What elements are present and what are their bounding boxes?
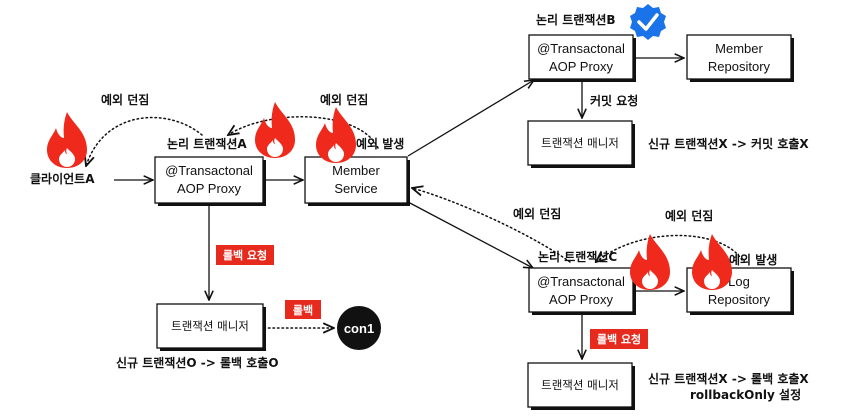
client-label: 클라이언트A	[30, 171, 95, 186]
member-repository-line1: Member	[715, 41, 763, 56]
logical-tx-b-label: 논리 트랜잭션B	[536, 12, 616, 27]
node-proxy-b: @Transactonal AOP Proxy	[528, 34, 636, 82]
proxy-a-line2: AOP Proxy	[177, 181, 242, 196]
rollback-request-tag-c: 롤백 요청	[590, 329, 648, 349]
new-tx-c-line2: rollbackOnly 설정	[690, 387, 801, 402]
commit-request-label: 커밋 요청	[590, 93, 638, 108]
proxy-a-line1: @Transactonal	[165, 163, 253, 178]
node-member-service: Member Service	[304, 156, 410, 206]
dotted-proxy-c-to-member	[412, 188, 571, 263]
flame-icon	[255, 102, 295, 158]
flame-icon	[692, 234, 732, 290]
member-repository-line2: Repository	[708, 59, 771, 74]
rollback-request-c-text: 롤백 요청	[597, 332, 641, 346]
node-member-repository: Member Repository	[686, 34, 794, 82]
new-tx-c-line1: 신규 트랜잭션X -> 롤백 호출X	[648, 371, 809, 386]
exception-occurred-member-label: 예외 발생	[356, 136, 404, 151]
logical-tx-a-label: 논리 트랜잭션A	[167, 136, 247, 151]
throw-exception-label-2: 예외 던짐	[320, 92, 368, 107]
throw-exception-label-3: 예외 던짐	[513, 206, 561, 221]
proxy-b-line1: @Transactonal	[537, 41, 625, 56]
rollback-text: 롤백	[293, 303, 313, 317]
new-tx-a-label: 신규 트랜잭션O -> 롤백 호출O	[116, 355, 279, 370]
rollback-request-a-text: 롤백 요청	[223, 248, 267, 262]
flame-icon	[630, 234, 670, 290]
flame-icon	[316, 107, 356, 163]
log-repository-line1: Log	[728, 274, 750, 289]
dotted-member-to-proxy-a	[228, 116, 379, 149]
flame-icon	[47, 112, 87, 168]
tx-manager-c-label: 트랜잭션 매니저	[541, 378, 619, 392]
node-con1: con1	[337, 306, 381, 350]
proxy-b-line2: AOP Proxy	[549, 59, 614, 74]
edge-member-service-to-proxy-c	[407, 201, 533, 268]
tx-manager-b-label: 트랜잭션 매니저	[541, 136, 619, 150]
proxy-c-line2: AOP Proxy	[549, 292, 614, 307]
node-proxy-a: @Transactonal AOP Proxy	[154, 156, 266, 206]
tx-manager-a-label: 트랜잭션 매니저	[171, 319, 249, 333]
rollback-request-tag-a: 롤백 요청	[216, 245, 274, 265]
dotted-proxy-a-to-client	[86, 116, 203, 166]
member-service-line1: Member	[332, 163, 380, 178]
rollback-tag: 롤백	[285, 300, 321, 319]
node-tx-manager-c: 트랜잭션 매니저	[527, 362, 635, 410]
throw-exception-label-1: 예외 던짐	[101, 92, 149, 107]
throw-exception-label-4: 예외 던짐	[665, 208, 713, 223]
dotted-log-to-proxy-c	[596, 234, 743, 263]
node-proxy-c: @Transactonal AOP Proxy	[528, 267, 636, 315]
exception-occurred-log-label: 예외 발생	[729, 252, 777, 267]
node-tx-manager-a: 트랜잭션 매니저	[156, 303, 266, 351]
check-circle-icon	[630, 4, 666, 40]
logical-tx-c-label: 논리 트랜잭션C	[538, 249, 617, 264]
con1-label: con1	[344, 321, 374, 336]
edges	[86, 58, 743, 359]
node-tx-manager-b: 트랜잭션 매니저	[527, 120, 635, 168]
log-repository-line2: Repository	[708, 292, 771, 307]
new-tx-b-label: 신규 트랜잭션X -> 커밋 호출X	[648, 136, 809, 151]
edge-member-service-to-proxy-b	[407, 80, 534, 157]
member-service-line2: Service	[334, 181, 377, 196]
proxy-c-line1: @Transactonal	[537, 274, 625, 289]
